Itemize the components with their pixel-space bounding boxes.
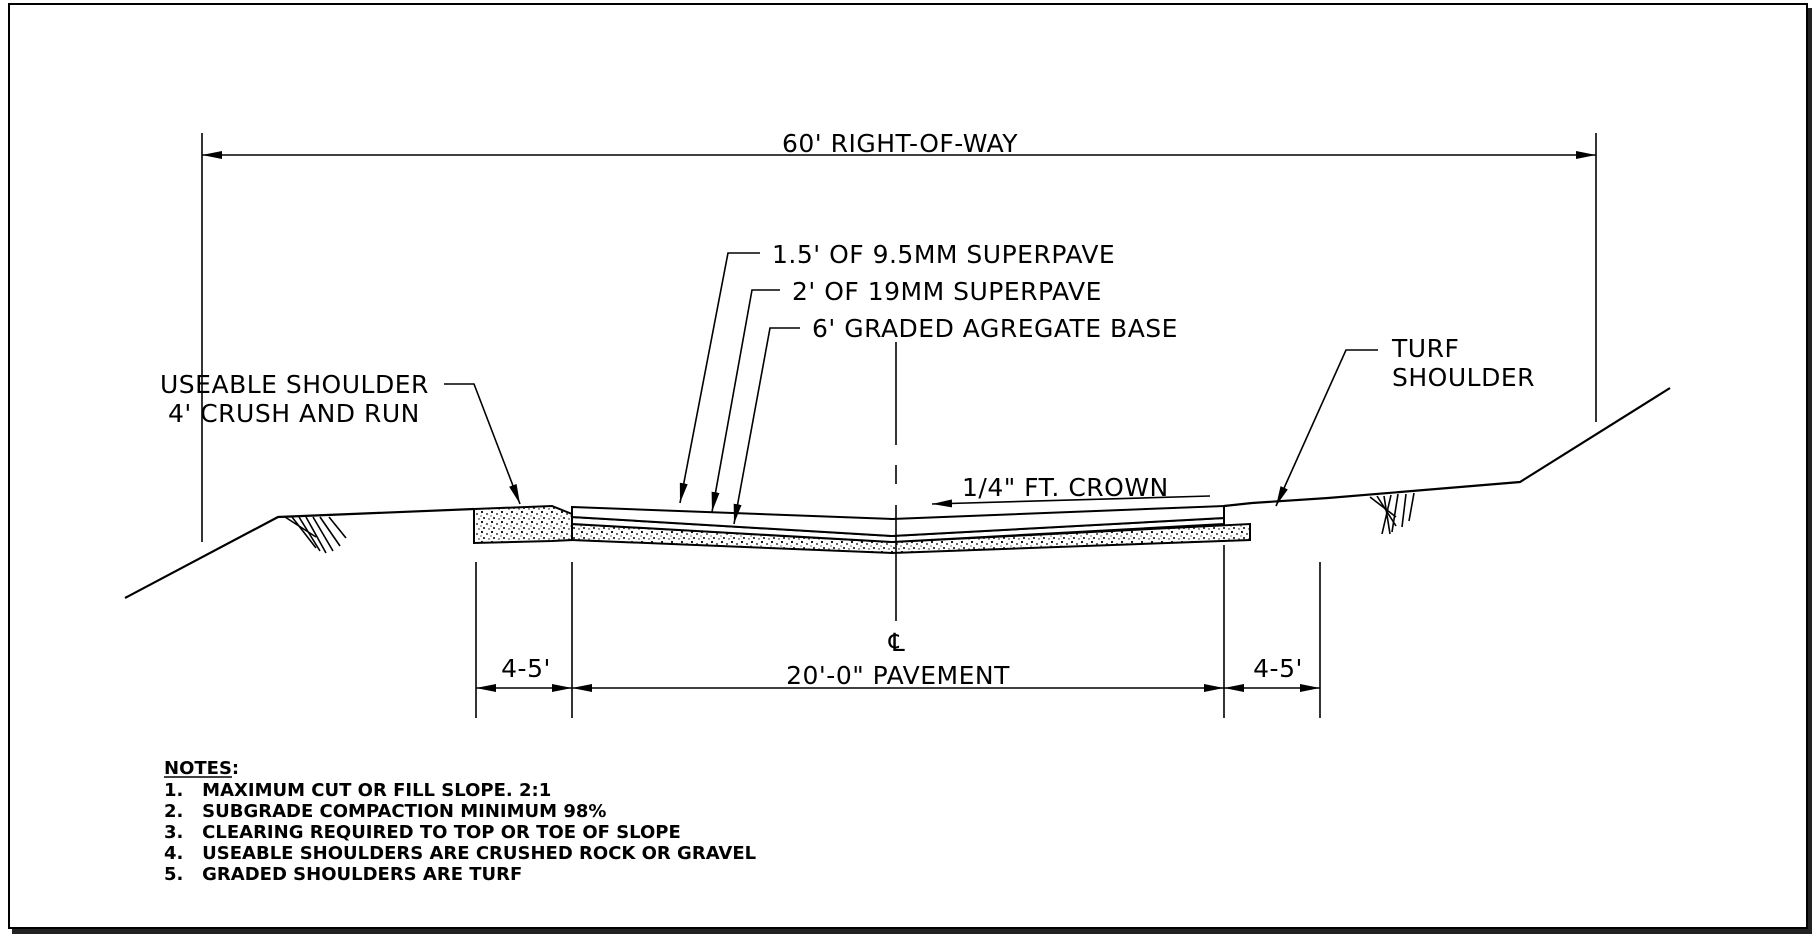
notes-block: NOTES: 1. MAXIMUM CUT OR FILL SLOPE. 2:1… <box>164 758 756 885</box>
note-item: 5. GRADED SHOULDERS ARE TURF <box>164 864 522 885</box>
centerline: ℄ <box>888 342 906 657</box>
right-shoulder-dimension: 4-5' <box>1253 654 1303 683</box>
useable-shoulder-block <box>473 504 573 545</box>
turf-shoulder-callout: TURF SHOULDER <box>1275 334 1535 507</box>
turf-shoulder-label-line1: TURF <box>1391 334 1459 363</box>
pavement-section <box>571 501 1253 555</box>
crown-label: 1/4" FT. CROWN <box>962 473 1169 502</box>
layer-1-label: 1.5' OF 9.5MM SUPERPAVE <box>772 240 1115 269</box>
layer-2-label: 2' OF 19MM SUPERPAVE <box>792 277 1102 306</box>
bottom-dimensions: 4-5' 20'-0" PAVEMENT 4-5' <box>475 545 1321 718</box>
turf-shoulder-label-line2: SHOULDER <box>1392 363 1535 392</box>
note-item: 4. USEABLE SHOULDERS ARE CRUSHED ROCK OR… <box>164 843 756 864</box>
note-item: 3. CLEARING REQUIRED TO TOP OR TOE OF SL… <box>164 822 681 843</box>
useable-shoulder-callout: USEABLE SHOULDER 4' CRUSH AND RUN <box>160 370 521 505</box>
useable-shoulder-label-line1: USEABLE SHOULDER <box>160 370 429 399</box>
left-shoulder-dimension: 4-5' <box>501 654 551 683</box>
layer-3-label: 6' GRADED AGREGATE BASE <box>812 314 1178 343</box>
pavement-dimension: 20'-0" PAVEMENT <box>786 661 1010 690</box>
note-item: 1. MAXIMUM CUT OR FILL SLOPE. 2:1 <box>164 780 551 801</box>
centerline-symbol: ℄ <box>888 628 906 657</box>
note-item: 2. SUBGRADE COMPACTION MINIMUM 98% <box>164 801 606 822</box>
ground-profile <box>124 387 1671 599</box>
right-of-way-dimension: 60' RIGHT-OF-WAY <box>201 129 1597 542</box>
layer-leaders: 1.5' OF 9.5MM SUPERPAVE 2' OF 19MM SUPER… <box>679 240 1178 525</box>
slope-hatch-right <box>1369 492 1415 535</box>
useable-shoulder-label-line2: 4' CRUSH AND RUN <box>168 399 420 428</box>
right-of-way-label: 60' RIGHT-OF-WAY <box>782 129 1018 158</box>
crown-indicator: 1/4" FT. CROWN <box>931 473 1211 508</box>
slope-hatch-left <box>284 516 347 554</box>
notes-heading: NOTES: <box>164 758 239 779</box>
